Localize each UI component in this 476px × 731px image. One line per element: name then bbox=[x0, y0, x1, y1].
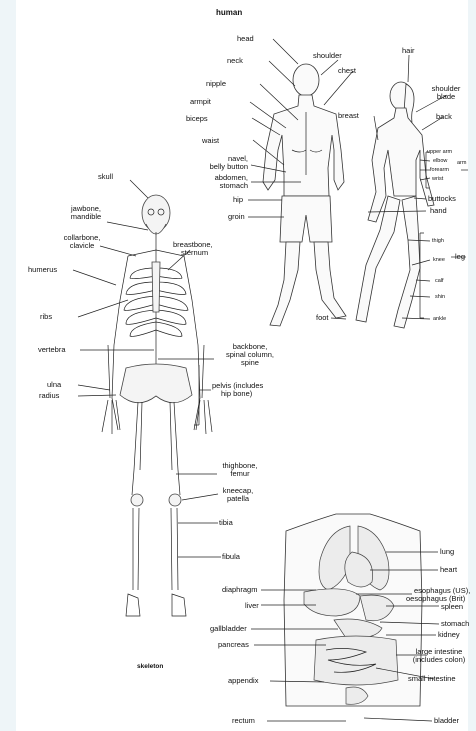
skeleton-caption: skeleton bbox=[137, 663, 163, 671]
label-pelvis-2: hip bone) bbox=[221, 390, 252, 398]
label-wrist: wrist bbox=[432, 176, 443, 182]
label-shoulder: shoulder bbox=[313, 52, 342, 60]
label-hair: hair bbox=[402, 47, 415, 55]
diagram-page: human skeleton head neck nipple armpit b… bbox=[16, 0, 468, 731]
label-hip: hip bbox=[233, 196, 243, 204]
label-ankle: ankle bbox=[433, 316, 446, 322]
label-skull: skull bbox=[98, 173, 113, 181]
label-kidney: kidney bbox=[438, 631, 460, 639]
label-gallbladder: gallbladder bbox=[210, 625, 247, 633]
label-back: back bbox=[436, 113, 452, 121]
label-diaphragm: diaphragm bbox=[222, 586, 257, 594]
label-spleen: spleen bbox=[441, 603, 463, 611]
label-biceps: biceps bbox=[186, 115, 208, 123]
label-fibula: fibula bbox=[222, 553, 240, 561]
label-groin: groin bbox=[228, 213, 245, 221]
label-lung: lung bbox=[440, 548, 454, 556]
label-ribs: ribs bbox=[40, 313, 52, 321]
label-foot: foot bbox=[316, 314, 329, 322]
woman-figure bbox=[356, 82, 434, 328]
label-sternum: sternum bbox=[181, 249, 208, 257]
label-hand: hand bbox=[430, 207, 447, 215]
label-appendix: appendix bbox=[228, 677, 258, 685]
label-upper-arm: upper arm bbox=[427, 149, 452, 155]
label-elbow: elbow bbox=[433, 158, 447, 164]
label-buttocks: buttocks bbox=[428, 195, 456, 203]
label-backbone-3: spine bbox=[214, 359, 286, 367]
label-nipple: nipple bbox=[206, 80, 226, 88]
man-figure bbox=[263, 64, 346, 326]
label-belly-button: belly button bbox=[176, 163, 248, 171]
label-leg: leg bbox=[455, 253, 465, 261]
label-large-intestine-2: (includes colon) bbox=[410, 656, 468, 664]
label-ulna: ulna bbox=[47, 381, 61, 389]
label-calf: calf bbox=[435, 278, 444, 284]
label-chest: chest bbox=[338, 67, 356, 75]
label-pancreas: pancreas bbox=[218, 641, 249, 649]
organs-figure bbox=[284, 514, 422, 706]
label-neck: neck bbox=[227, 57, 243, 65]
label-bladder: bladder bbox=[434, 717, 459, 725]
label-patella: patella bbox=[212, 495, 264, 503]
label-thigh: thigh bbox=[432, 238, 444, 244]
label-liver: liver bbox=[245, 602, 259, 610]
label-waist: waist bbox=[202, 137, 219, 145]
label-head: head bbox=[237, 35, 254, 43]
diagram-title: human bbox=[216, 9, 242, 17]
label-stomach: stomach bbox=[176, 182, 248, 190]
label-stomach-organ: stomach bbox=[441, 620, 469, 628]
label-small-intestine: small intestine bbox=[408, 675, 456, 683]
label-vertebra: vertebra bbox=[38, 346, 66, 354]
label-breast: breast bbox=[338, 112, 359, 120]
label-tibia: tibia bbox=[219, 519, 233, 527]
label-arm: arm bbox=[457, 160, 466, 166]
label-knee: knee bbox=[433, 257, 445, 263]
label-heart: heart bbox=[440, 566, 457, 574]
label-humerus: humerus bbox=[28, 266, 57, 274]
label-shoulder-blade-2: blade bbox=[424, 93, 468, 101]
label-radius: radius bbox=[39, 392, 59, 400]
label-rectum: rectum bbox=[232, 717, 255, 725]
label-forearm: forearm bbox=[430, 167, 449, 173]
label-clavicle: clavicle bbox=[52, 242, 112, 250]
skeleton-figure bbox=[102, 195, 212, 616]
label-mandible: mandible bbox=[56, 213, 116, 221]
label-shin: shin bbox=[435, 294, 445, 300]
label-femur: femur bbox=[210, 470, 270, 478]
label-armpit: armpit bbox=[190, 98, 211, 106]
